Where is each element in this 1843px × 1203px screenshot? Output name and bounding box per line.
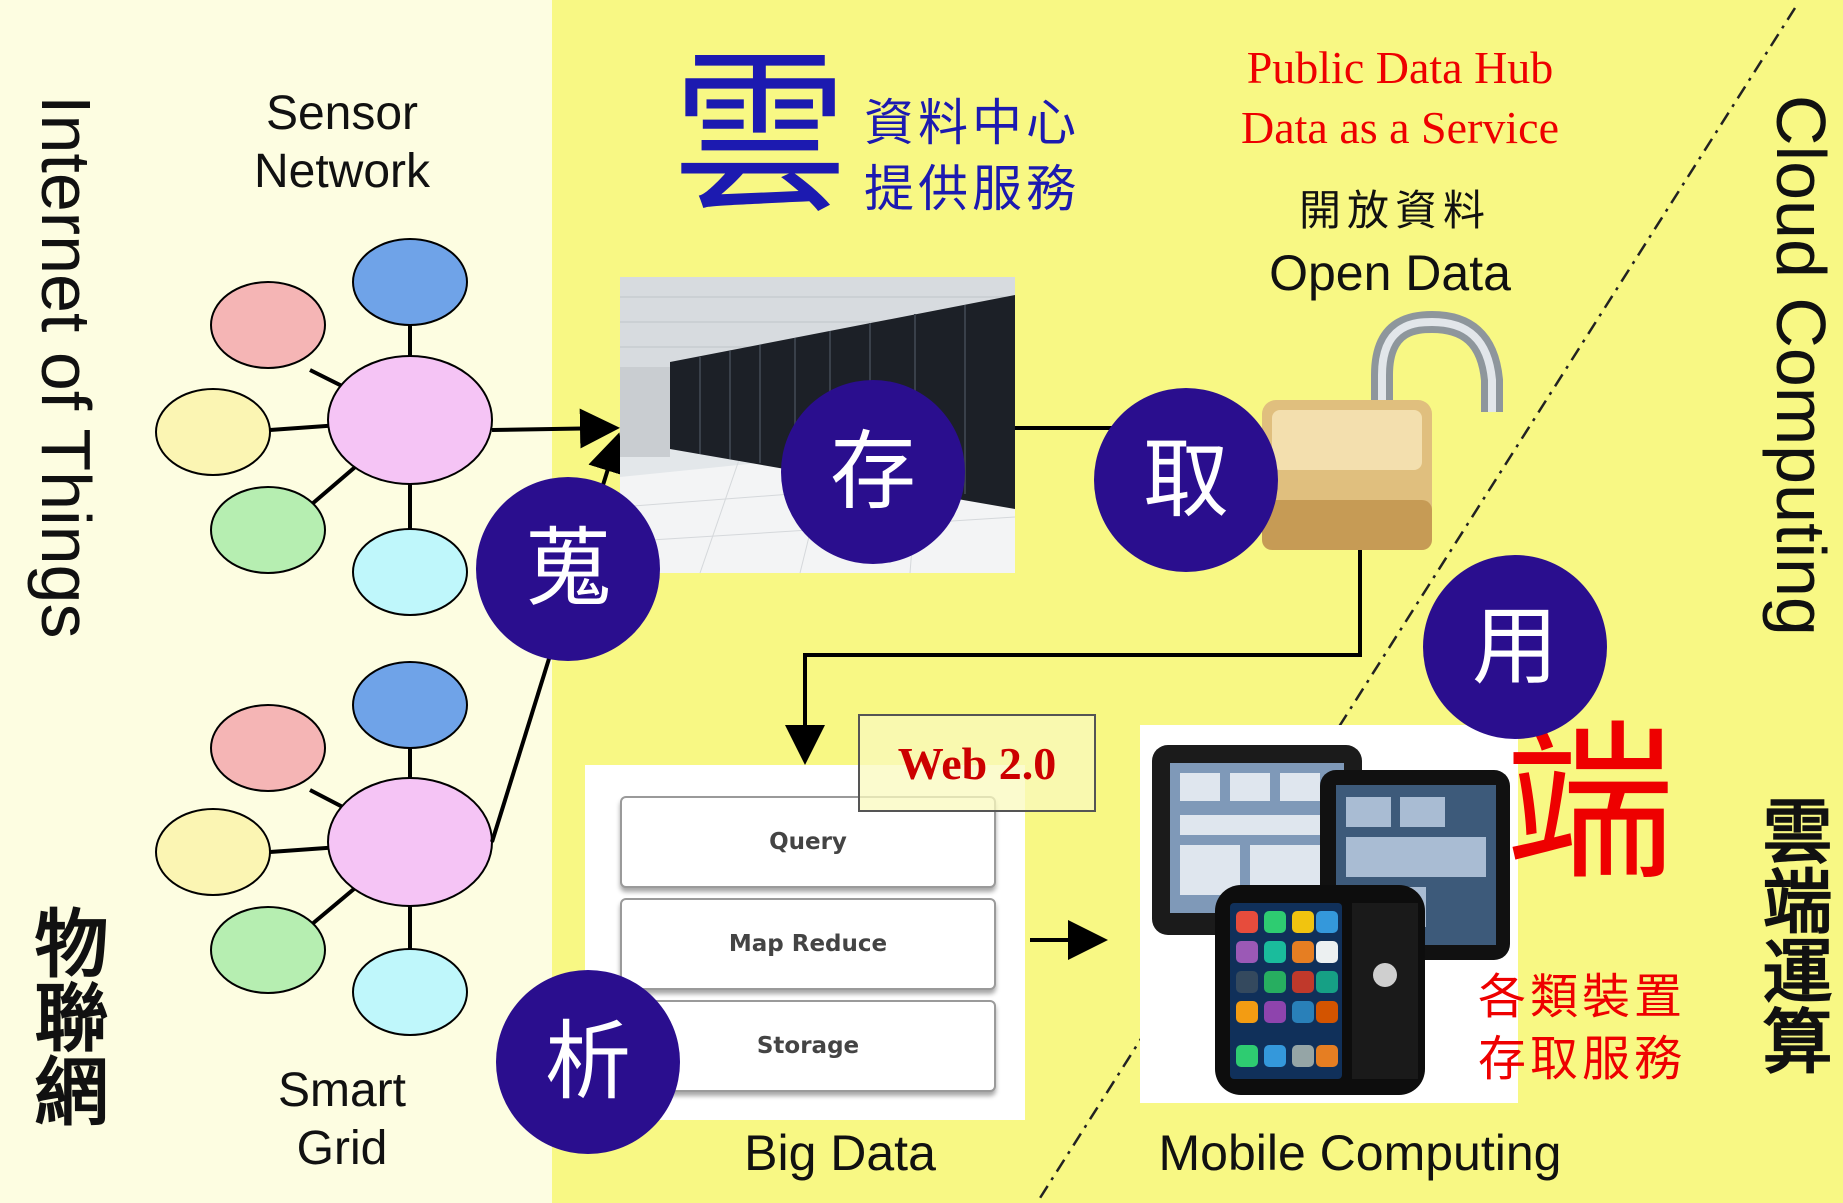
grid-hub-node: [327, 777, 493, 907]
grid-node: [352, 948, 468, 1036]
grid-node: [210, 906, 326, 994]
grid-node: [155, 808, 271, 896]
open-data-en-label: Open Data: [1269, 245, 1511, 301]
smart-grid-cluster: [155, 661, 493, 1036]
sensor-network-label: Sensor Network: [253, 87, 431, 198]
diagonal-divider: [1038, 7, 1797, 1199]
sensor-network-cluster: [155, 238, 493, 616]
store-circle: 存: [781, 380, 965, 564]
cloud-subtitle: 資料中心 提供服務: [864, 94, 1080, 218]
sensor-node: [352, 238, 468, 326]
big-data-label: Big Data: [744, 1125, 936, 1181]
analyze-circle: 析: [496, 970, 680, 1154]
mobile-big-char: 端: [1505, 706, 1676, 904]
storage-layer: Storage: [620, 1000, 996, 1092]
sensor-node: [155, 388, 271, 476]
iot-vertical-cn: 物聯網: [22, 905, 108, 1127]
map-reduce-layer: Map Reduce: [620, 898, 996, 990]
grid-node: [210, 704, 326, 792]
sensor-node: [352, 528, 468, 616]
devices-image: [1152, 745, 1510, 1095]
retrieve-circle: 取: [1094, 388, 1278, 572]
sensor-node: [210, 486, 326, 574]
cloud-vertical-title: Cloud Computing: [1762, 95, 1840, 636]
iot-vertical-title: Internet of Things: [27, 95, 105, 639]
padlock-icon: [1262, 310, 1503, 550]
sensor-node: [210, 281, 326, 369]
smart-grid-label: Smart Grid: [277, 1064, 406, 1175]
sensor-hub-node: [327, 355, 493, 485]
collect-circle: 蒐: [476, 477, 660, 661]
web-2-badge: Web 2.0: [858, 714, 1096, 812]
grid-node: [352, 661, 468, 749]
mobile-subtitle: 各類裝置 存取服務: [1478, 969, 1687, 1087]
cloud-vertical-cn: 雲端運算: [1751, 795, 1834, 1075]
public-data-hub-text: Public Data Hub Data as a Service: [1240, 42, 1559, 153]
mobile-devices-photo: [1140, 725, 1518, 1103]
use-circle: 用: [1423, 555, 1607, 739]
mobile-computing-label: Mobile Computing: [1158, 1125, 1562, 1181]
cloud-big-char: 雲: [672, 33, 849, 238]
open-data-cn-label: 開放資料: [1298, 186, 1491, 235]
